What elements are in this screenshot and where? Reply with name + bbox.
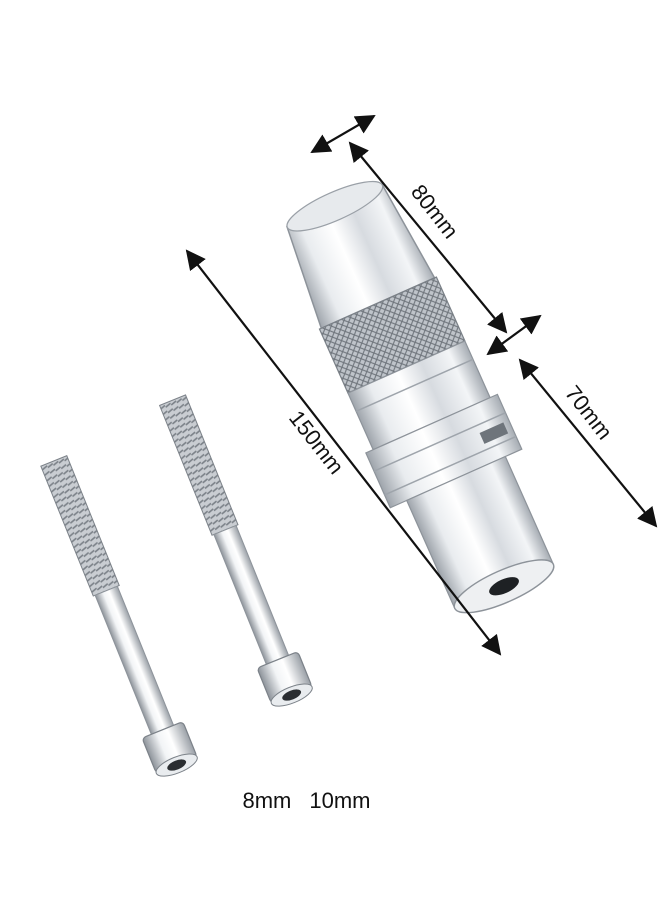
bolt-8mm-thread — [40, 455, 120, 597]
bolt-size-8mm: 8mm — [242, 788, 292, 813]
hex-socket-icon — [282, 689, 302, 701]
bolt-size-caption: 8mm 10mm — [218, 762, 370, 840]
extension-arrow-top — [310, 115, 376, 153]
shift-knob — [286, 180, 555, 614]
hex-socket-icon — [167, 759, 187, 771]
dimension-arrow-lower — [518, 358, 658, 528]
bolt-10mm — [158, 394, 313, 707]
bolt-8mm — [40, 455, 198, 777]
extension-arrow-middle — [486, 314, 542, 356]
dimension-arrow-upper — [348, 141, 508, 334]
bolt-size-10mm: 10mm — [309, 788, 371, 813]
bolt-10mm-thread — [158, 394, 239, 536]
dimension-arrow-overall — [185, 249, 502, 656]
dimension-label-upper: 80mm — [406, 180, 463, 244]
dimension-label-lower: 70mm — [560, 381, 617, 445]
bolt-8mm-shank — [94, 585, 175, 735]
bolt-10mm-shank — [213, 524, 290, 665]
